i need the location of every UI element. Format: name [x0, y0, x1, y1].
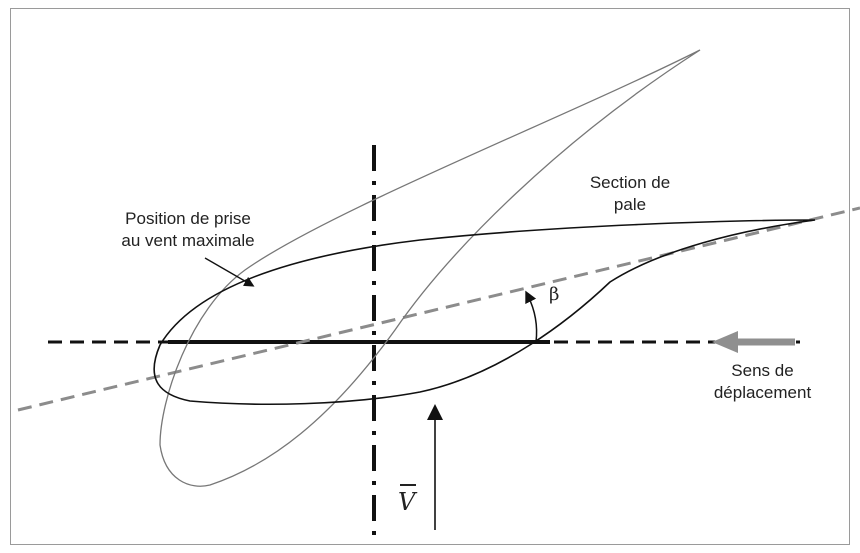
direction-line-2: déplacement	[713, 383, 812, 402]
chord-line	[17, 206, 860, 412]
max-position-line-2: au vent maximale	[121, 231, 255, 250]
diagram-frame	[10, 8, 850, 545]
movement-arrow-head	[712, 331, 738, 353]
leader-line	[204, 257, 255, 287]
blade-section-line-2: pale	[613, 195, 647, 214]
blade-section-label: Section de pale	[570, 172, 690, 216]
blade-section-outline	[153, 219, 816, 406]
direction-label: Sens de déplacement	[695, 360, 830, 404]
velocity-symbol: V	[398, 488, 416, 516]
beta-label: β	[549, 284, 560, 305]
direction-line-1: Sens de	[731, 361, 794, 380]
beta-angle-arc	[525, 290, 538, 343]
blade-section-line-1: Section de	[589, 173, 671, 192]
blade-max-position-outline	[159, 49, 701, 487]
max-position-label: Position de prise au vent maximale	[98, 208, 278, 252]
vector-bar	[400, 484, 416, 486]
max-position-line-1: Position de prise	[125, 209, 251, 228]
velocity-label: V	[398, 484, 416, 516]
